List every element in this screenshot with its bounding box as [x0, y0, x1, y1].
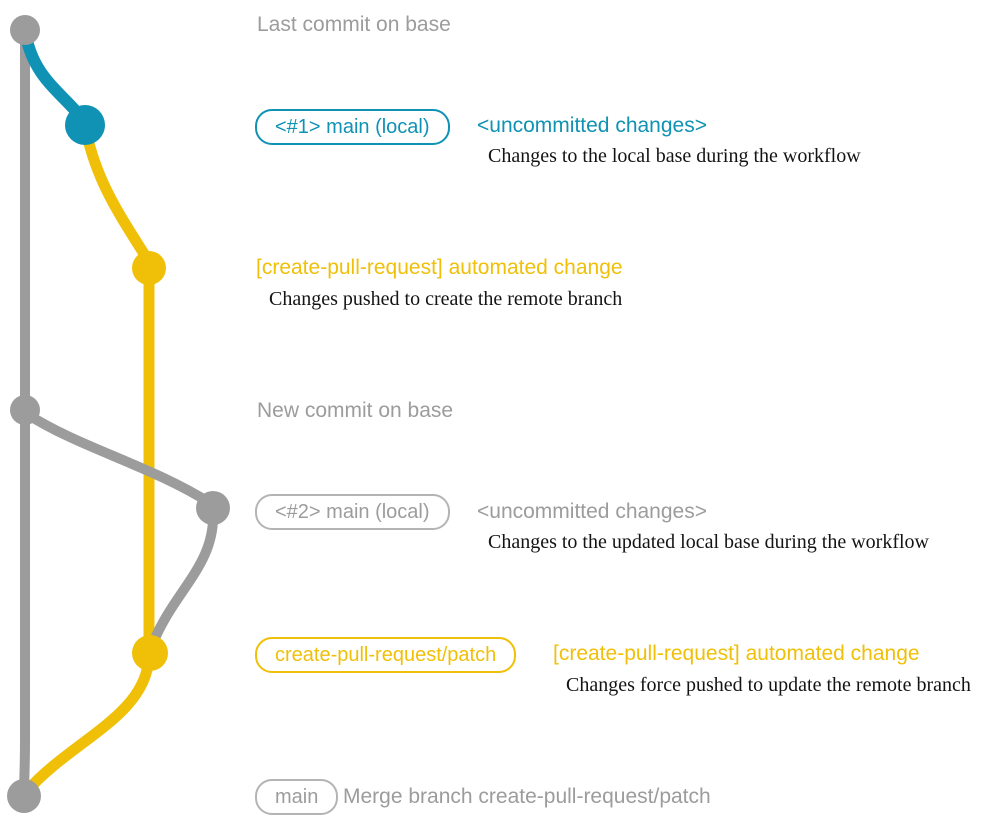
commit-dot-merge	[7, 779, 41, 813]
uncommitted-changes-title-2: <uncommitted changes>	[477, 500, 707, 523]
branch-badge-label: create-pull-request/patch	[275, 643, 497, 666]
last-commit-label: Last commit on base	[257, 13, 451, 36]
commit-dot-new-base	[10, 395, 40, 425]
commit-dot-uncommitted-1	[65, 105, 105, 145]
branch-badge-label: <#1> main (local)	[275, 115, 430, 138]
branch-badge-main-local-2: <#2> main (local)	[255, 494, 450, 530]
patch-branch-out-path	[80, 125, 152, 263]
branch-badge-main-local-1: <#1> main (local)	[255, 109, 450, 145]
git-graph	[7, 15, 230, 813]
branch-badge-label: main	[275, 785, 319, 808]
merge-commit-title: Merge branch create-pull-request/patch	[343, 785, 711, 808]
uncommitted-changes-desc-2: Changes to the updated local base during…	[488, 531, 929, 553]
uncommitted-changes-desc-1: Changes to the local base during the wor…	[488, 145, 861, 167]
automated-change-title-2: [create-pull-request] automated change	[553, 642, 920, 665]
new-commit-label: New commit on base	[257, 399, 454, 422]
commit-dot-uncommitted-2	[196, 491, 230, 525]
branch-badge-patch: create-pull-request/patch	[255, 637, 517, 673]
automated-change-title-1: [create-pull-request] automated change	[256, 256, 623, 279]
uncommitted-changes-title-1: <uncommitted changes>	[477, 114, 707, 137]
automated-change-desc-2: Changes force pushed to update the remot…	[566, 674, 971, 696]
commit-dot-pushed-1	[132, 251, 166, 285]
branch-badge-main: main	[255, 779, 339, 815]
automated-change-desc-1: Changes pushed to create the remote bran…	[269, 288, 623, 310]
patch-merge-path	[21, 651, 155, 797]
commit-dot-force-pushed	[132, 635, 168, 671]
uncommitted-branch-path-2	[22, 409, 215, 508]
commit-dot-last-base	[10, 15, 40, 45]
rebase-path	[147, 506, 219, 651]
uncommitted-branch-path-1	[20, 30, 88, 124]
branch-badge-label: <#2> main (local)	[275, 500, 430, 523]
